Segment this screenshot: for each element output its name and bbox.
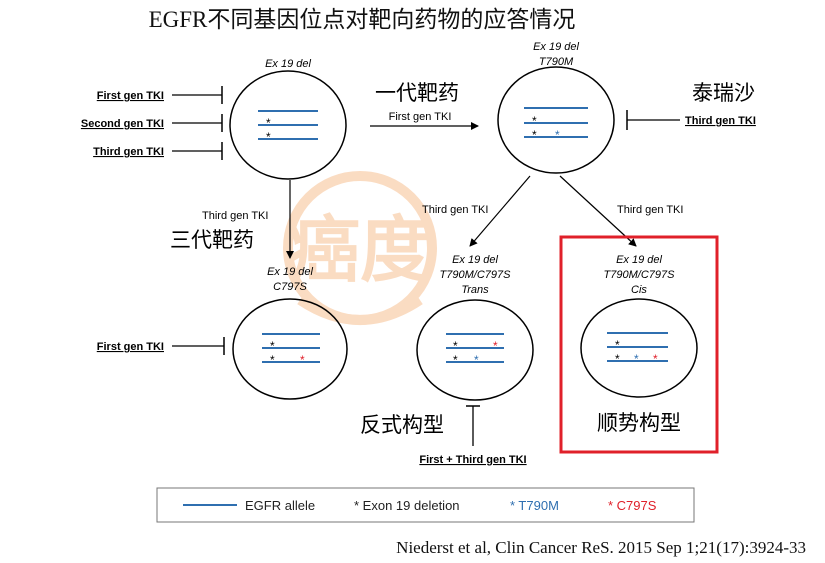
exon19-mark: * <box>270 339 275 353</box>
cell-top-right-label2: T790M <box>539 56 574 68</box>
exon19-mark: * <box>532 114 537 128</box>
cell-bottom-right-label3: Cis <box>631 284 647 296</box>
cell-bottom-right-label2: T790M/C797S <box>604 269 676 281</box>
arrow-label-top: First gen TKI <box>389 111 452 123</box>
exon19-mark: * <box>266 130 271 144</box>
citation: Niederst et al, Clin Cancer ReS. 2015 Se… <box>396 538 806 557</box>
inhibitor-label: Third gen TKI <box>93 146 164 158</box>
cell-top-right-label1: Ex 19 del <box>533 41 579 53</box>
annotation-cis: 顺势构型 <box>597 411 681 435</box>
arrow-label-down-left: Third gen TKI <box>202 210 268 222</box>
watermark: 癌度 <box>283 171 437 325</box>
inhibitor-label: First + Third gen TKI <box>419 454 526 466</box>
cell-bottom-mid-label2: T790M/C797S <box>440 269 512 281</box>
page-title: EGFR不同基因位点对靶向药物的应答情况 <box>149 7 576 32</box>
inhibitor-label: First gen TKI <box>97 341 164 353</box>
t790m-mark: * <box>634 352 639 366</box>
cell-top-left: Ex 19 del * * <box>229 58 347 180</box>
exon19-mark: * <box>453 353 458 367</box>
legend: EGFR allele * Exon 19 deletion * T790M *… <box>156 487 695 523</box>
cell-top-right: Ex 19 del T790M * * * <box>497 41 615 174</box>
exon19-mark: * <box>270 353 275 367</box>
inhibitors-top-left: First gen TKI Second gen TKI Third gen T… <box>81 86 223 160</box>
watermark-text: 癌度 <box>288 208 432 292</box>
cell-top-left-label: Ex 19 del <box>265 58 311 70</box>
inhibitor-label: Third gen TKI <box>685 115 756 127</box>
cell-bottom-right: Ex 19 del T790M/C797S Cis * * * * <box>580 254 698 398</box>
cell-bottom-mid: Ex 19 del T790M/C797S Trans * * * * <box>416 254 534 401</box>
annotation-tagrisso: 泰瑞沙 <box>692 81 755 105</box>
inhibitor-label: Second gen TKI <box>81 118 164 130</box>
exon19-mark: * <box>615 338 620 352</box>
cell-bottom-right-label1: Ex 19 del <box>616 254 662 266</box>
arrow-down-right <box>559 175 637 247</box>
cell-bottom-left-label1: Ex 19 del <box>267 266 313 278</box>
legend-t790m: * T790M <box>510 498 559 513</box>
annotation-first-gen: 一代靶药 <box>375 81 459 105</box>
annotation-trans: 反式构型 <box>360 413 444 437</box>
cell-bottom-mid-label3: Trans <box>461 284 489 296</box>
c797s-mark: * <box>653 352 658 366</box>
exon19-mark: * <box>615 352 620 366</box>
arrow-label-down-mid: Third gen TKI <box>422 204 488 216</box>
inhibitor-label: First gen TKI <box>97 90 164 102</box>
c797s-mark: * <box>300 353 305 367</box>
exon19-mark: * <box>453 339 458 353</box>
cell-bottom-mid-label1: Ex 19 del <box>452 254 498 266</box>
exon19-mark: * <box>266 116 271 130</box>
legend-exon19: * Exon 19 deletion <box>354 498 460 513</box>
c797s-mark: * <box>493 339 498 353</box>
legend-allele: EGFR allele <box>245 498 315 513</box>
highlight-box <box>559 235 719 454</box>
arrow-label-down-right: Third gen TKI <box>617 204 683 216</box>
annotation-third-gen: 三代靶药 <box>170 228 254 252</box>
legend-c797s: * C797S <box>608 498 657 513</box>
cell-bottom-left: Ex 19 del C797S * * * <box>232 266 348 400</box>
exon19-mark: * <box>532 128 537 142</box>
t790m-mark: * <box>474 353 479 367</box>
t790m-mark: * <box>555 128 560 142</box>
arrow-down-mid <box>469 175 531 247</box>
cell-bottom-left-label2: C797S <box>273 281 307 293</box>
